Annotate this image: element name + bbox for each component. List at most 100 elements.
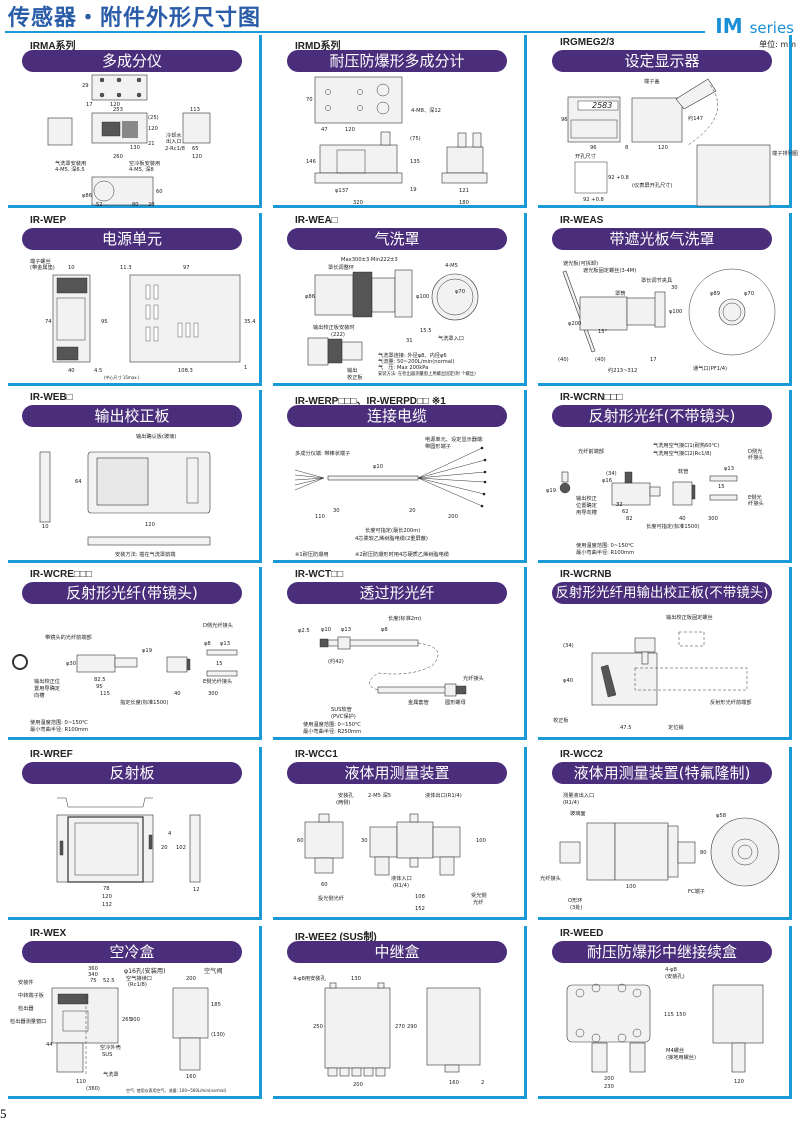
dim: (75) [410,136,421,142]
panel-ir-weas: IR-WEAS 带遮光板气洗罩 遮光板(可拆卸) 遮光板固定螺丝(3-4M) 罩… [538,213,792,386]
note: (带金属垫) [30,263,55,271]
panel-title: 液体用测量装置 [287,762,507,784]
note: 置用导确定 [34,684,60,692]
panel-title: 耐压防爆形中继接续盒 [552,941,772,963]
note: 电源单元、设定显示器端: [425,435,484,443]
dim: 长度可指定(标准1500) [646,522,700,530]
dim: 15 [216,661,223,667]
dim: (40) [558,357,569,363]
display-reading: 2583 [592,101,612,110]
note: 4-M5, 深8 [129,165,154,173]
dim: 10 [68,265,75,271]
dim: 100 [476,838,486,844]
panel-irma: IRMA系列 多成分仪 29 17 120 253 120 130 260 11… [8,35,262,208]
dim: 95 [101,319,108,325]
dimension-drawing: 光纤前端部 气洗用空气接口1(耐热60℃) 气洗用空气接口2(Rc1/8) D侧… [546,441,764,556]
dim: 82.5 [94,677,106,683]
spec: 使用温度范围: 0~150℃ [30,718,88,726]
dim: 62 [622,509,629,515]
spec: 气 压: Max 200kPa [378,363,428,371]
dim: 80 [132,202,139,208]
dim: 160 [186,1074,196,1080]
note: 带圆形端子 [425,442,451,450]
dimension-drawing: 端子螺丝 (带金属垫) 10 74 95 (中心尺寸 15max.) 40 4.… [30,257,256,380]
panel-title: 中继盒 [287,941,507,963]
note: 端子排列图 [772,149,798,157]
dim: φ200 [568,321,581,327]
dim: 指定长度(标准1500) [120,698,168,706]
spec: 气洗罩连接: 外径φ8、内径φ6 [378,351,447,359]
dim: (40) [595,357,606,363]
dim: 78 [103,886,110,892]
panel-title: 带遮光板气洗罩 [552,228,772,250]
dim: 15° [598,329,608,335]
dimension-drawing: 输出校正板固定螺丝 (34) φ40 反射形光纤前端部 校正板 47.5 定位销 [553,613,752,731]
dim: 200 [604,1076,614,1082]
model-name: IR-WCC1 [295,749,338,760]
note: 纤接头 [748,499,764,507]
panel-irmd: IRMD系列 耐压防爆形多成分计 70 47 120 4-M8、深12 146 … [273,35,527,208]
model-name: IR-WERP□□□、IR-WERPD□□ ※1 [295,396,446,407]
dim: 96 [590,145,597,151]
dim: 15.5 [420,328,432,334]
spec: 使用温度范围: 0~150℃ [303,720,361,728]
dim: φ58 [716,813,726,819]
dim: 132 [102,902,112,908]
panel-ir-wcrnb: IR-WCRNB 反射形光纤用输出校正板(不带镜头) 输出校正板固定螺丝 (34… [538,567,792,740]
spec: 最小弯曲半径: R250mm [303,727,361,735]
dim: 120 [192,154,202,160]
note: 4芯柔软乙烯树脂电缆(2重屏蔽) [355,534,428,542]
dim: 265 [122,1017,132,1023]
dim: 64 [75,479,82,485]
dim: 120 [145,522,155,528]
panel-ir-wref: IR-WREF 反射板 4 20 102 78 120 132 12 [8,747,262,920]
panel-title: 耐压防爆形多成分计 [287,50,507,72]
dim: 135 [410,159,420,165]
note: 纤接头 [748,453,764,461]
note: 位置确定 [576,501,597,509]
dimension-drawing: 遮光板(可拆卸) 遮光板固定螺丝(3-4M) 罩长调节夹具 30 罩筒 φ100… [558,259,776,374]
note: 光纤 [473,898,483,906]
dim: 80 [700,850,707,856]
dimension-drawing: 4-φ8 (安装孔) 115 150 M4螺丝 (接地用螺丝) 200 230 … [566,967,764,1090]
dimension-drawing: 29 17 120 253 120 130 260 113 冷却水 出入口 2-… [47,74,211,208]
dim: 60 [321,882,328,888]
note: 输出确认板(玻璃) [136,432,176,440]
note: 输出 [347,366,357,374]
model-name: IR-WCT□□ [295,569,344,580]
dim: 30 [361,838,368,844]
dimension-drawing: D侧光纤接头 带镜头的光纤前端部 φ30 φ19 输出校正位 置用导确定 向槽 … [12,621,238,733]
dim: 108.3 [178,368,193,374]
note: 安装孔 [338,791,354,799]
spec: 最小弯曲半径: R100mm [30,725,88,733]
panel-ir-weed: IR-WEED 耐压防爆形中继接续盒 4-φ8 (安装孔) 115 150 M4… [538,926,792,1099]
dim: 65 [192,146,199,152]
note: 气洗用空气接口2(Rc1/8) [653,449,711,457]
dim: 340 [88,972,98,978]
panel-ir-wct: IR-WCT□□ 透过形光纤 长度(标准2m) φ2.5 φ10 φ13 φ8 … [273,567,527,740]
note: (接地用螺丝) [666,1053,696,1061]
note: 2-Rc1/8 [165,146,185,152]
note: 输出校正位 [34,677,60,685]
dim: φ13 [341,627,351,633]
dim: 40 [679,516,686,522]
panel-ir-wea: IR-WEA□ 气洗罩 Max300±3·Min222±3 罩长调整环 φ86 … [273,213,527,386]
note: 金属套管 [408,698,429,706]
note: 遮光板固定螺丝(3-4M) [583,266,636,274]
dim: φ70 [744,291,754,297]
panel-title: 输出校正板 [22,405,242,427]
note: 受光侧 [471,891,487,899]
dim: 约147 [688,114,703,122]
dimension-drawing: 安装孔 (两侧) 2-M5 深5 液体出口(R1/4) 60 30 100 60… [297,791,487,912]
note: 校正板 [553,716,569,724]
model-name: IRMA系列 [30,41,76,52]
note: 4-M5 [445,263,458,269]
note: 投光侧光纤 [318,894,344,902]
dim: 253 [113,107,123,113]
dim: 29 [82,83,89,89]
dim: 30 [671,285,678,291]
note: E侧光纤接头 [203,677,232,685]
dim: 17 [650,357,657,363]
dim: 115 [664,1012,674,1018]
